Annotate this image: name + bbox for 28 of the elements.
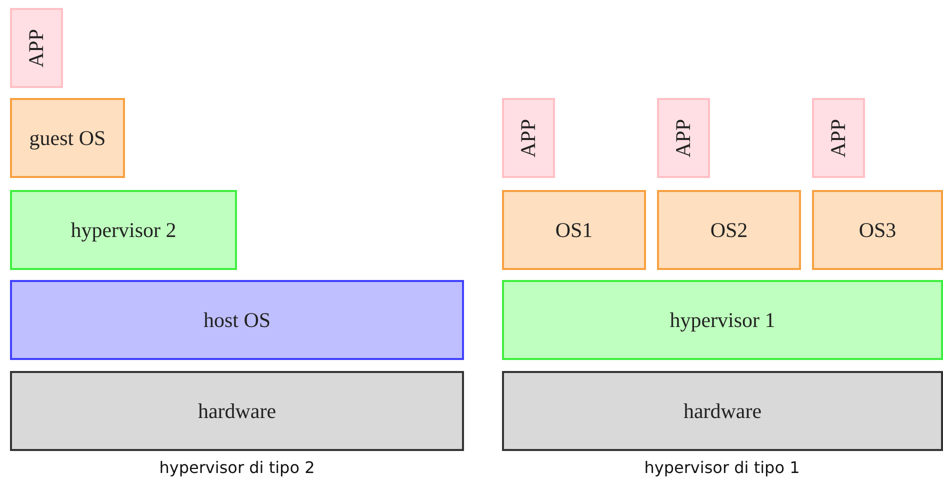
layer-label: APP — [516, 118, 541, 158]
layer-label: host OS — [203, 308, 271, 332]
layer-box — [10, 8, 63, 88]
stack-caption: hypervisor di tipo 1 — [644, 458, 800, 477]
layer-label: hypervisor 1 — [670, 308, 776, 332]
layer-box — [812, 98, 865, 178]
layer-label: OS3 — [858, 218, 896, 242]
layer-box — [657, 98, 710, 178]
layer-label: APP — [24, 28, 49, 68]
layer-label: OS1 — [555, 218, 593, 242]
layer-label: hardware — [683, 398, 762, 424]
layer-label: hardware — [198, 398, 276, 424]
layer-label: OS2 — [710, 218, 748, 242]
layer-box — [502, 190, 646, 270]
layer-box — [10, 98, 125, 178]
layer-box — [502, 371, 943, 451]
stack-caption: hypervisor di tipo 2 — [159, 458, 315, 477]
layer-label: APP — [671, 118, 696, 158]
layer-box — [657, 190, 801, 270]
layer-label: APP — [826, 118, 851, 158]
layer-box — [10, 371, 464, 451]
layer-label: hypervisor 2 — [70, 218, 176, 242]
layer-box — [502, 280, 943, 360]
layer-box — [812, 190, 943, 270]
layer-label: guest OS — [29, 126, 106, 150]
layer-box — [10, 280, 464, 360]
layer-box — [502, 98, 555, 178]
layer-box — [10, 190, 237, 270]
